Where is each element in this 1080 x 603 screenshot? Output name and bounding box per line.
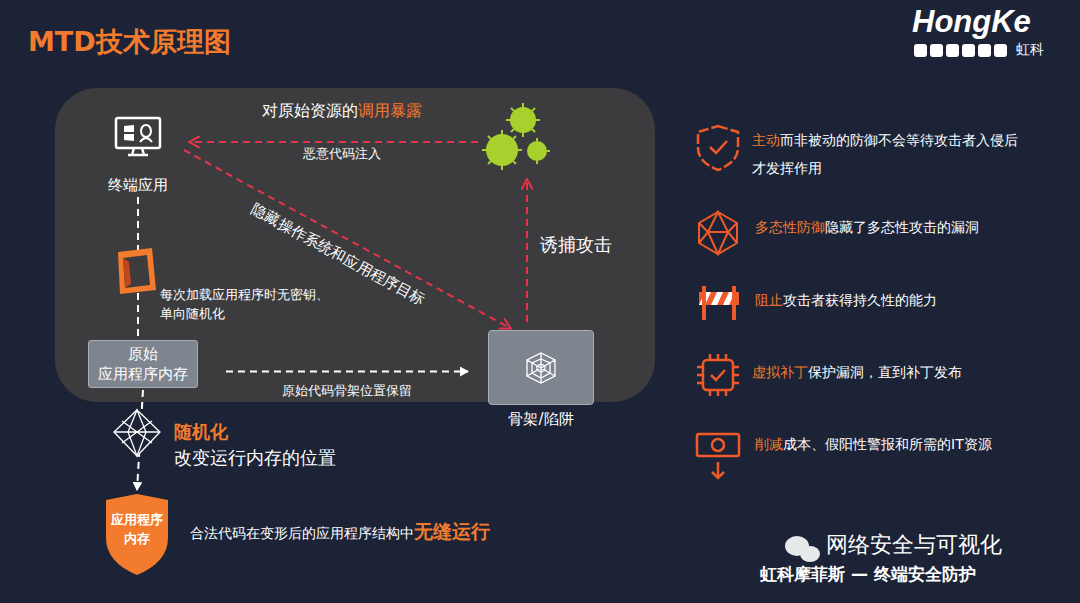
trap-box: 骨架/陷阱 bbox=[488, 330, 594, 405]
patch-icon bbox=[697, 354, 739, 396]
label-text: 保护漏洞，直到补丁发布 bbox=[808, 364, 962, 380]
node-text: 骨架/陷阱 bbox=[508, 410, 573, 429]
label-text: 无缝运行 bbox=[414, 520, 490, 542]
label-text: 每次加载应用程序时无密钥、单向随机化 bbox=[160, 287, 329, 321]
label-group: 主动而非被动的防御不会等待攻击者入侵后才发挥作用 bbox=[752, 126, 1030, 182]
label-text: 虹科摩菲斯 — 终端安全防护 bbox=[760, 564, 976, 584]
title: MTD技术原理图 bbox=[28, 24, 231, 60]
label-text: 成本、假阳性警报和所需的IT资源 bbox=[783, 436, 992, 452]
label-text: 主动 bbox=[752, 132, 780, 148]
node-text: 终端应用 bbox=[108, 176, 168, 195]
label-text: 诱捕攻击 bbox=[540, 234, 612, 255]
app-node: 终端应用 bbox=[98, 116, 178, 195]
label-text: 恶意代码注入 bbox=[303, 146, 381, 161]
label-text: 虚拟补丁 bbox=[752, 364, 808, 380]
monitor-icon bbox=[114, 116, 162, 158]
label-text: 削减 bbox=[755, 436, 783, 452]
label-group: 改变运行内存的位置 bbox=[174, 446, 336, 470]
label-text: 而非被动的防御不会等待攻击者入侵后才发挥作用 bbox=[752, 132, 1018, 176]
random-icon bbox=[114, 410, 160, 456]
attack-arrow bbox=[190, 141, 478, 143]
logo-dots bbox=[914, 44, 1007, 57]
label-group: 恶意代码注入 bbox=[303, 145, 381, 163]
node-text: 原始 应用程序内存 bbox=[95, 344, 191, 384]
label-group: 随机化 bbox=[174, 420, 228, 444]
label-text: 网络安全与可视化 bbox=[826, 532, 1002, 557]
node-text: 应用程序 内存 bbox=[110, 510, 164, 548]
label-group: 对原始资源的调用暴露 bbox=[262, 101, 422, 122]
cost-icon bbox=[697, 434, 739, 478]
label-group: HongKe bbox=[912, 4, 1031, 40]
label-group: 每次加载应用程序时无密钥、单向随机化 bbox=[160, 285, 332, 323]
label-group: 虚拟补丁保护漏洞，直到补丁发布 bbox=[752, 364, 1052, 382]
label-text: 改变运行内存的位置 bbox=[174, 447, 336, 468]
label-text: 随机化 bbox=[174, 421, 228, 442]
label-group: 诱捕攻击 bbox=[540, 233, 612, 257]
virus-icon bbox=[482, 103, 550, 170]
label-text: 对原始资源的 bbox=[262, 101, 358, 120]
memory-box: 原始 应用程序内存 bbox=[88, 340, 198, 388]
connector bbox=[226, 371, 468, 373]
label-group: 合法代码在变形后的应用程序结构中无缝运行 bbox=[190, 519, 490, 545]
label-text: 虹科 bbox=[1016, 41, 1044, 57]
polymorph-icon bbox=[699, 212, 737, 254]
wechat-icon bbox=[785, 536, 820, 562]
label-group: 阻止攻击者获得持久性的能力 bbox=[755, 292, 1055, 310]
label-group: 削减成本、假阳性警报和所需的IT资源 bbox=[755, 436, 1055, 454]
label-text: 多态性防御 bbox=[755, 219, 825, 235]
shield-node: 应用程序 内存 bbox=[102, 492, 172, 576]
label-text: 隐藏了多态性攻击的漏洞 bbox=[825, 219, 979, 235]
proactive-icon bbox=[698, 126, 738, 170]
label-text: 阻止 bbox=[755, 292, 783, 308]
label-text: 合法代码在变形后的应用程序结构中 bbox=[190, 525, 414, 541]
barrier-icon bbox=[699, 286, 739, 320]
label-group: 虹科 bbox=[1016, 41, 1044, 59]
edge-label: 原始代码骨架位置保留 bbox=[282, 382, 412, 400]
lure-arrow bbox=[526, 180, 528, 322]
label-group: 网络安全与可视化 bbox=[826, 530, 1002, 560]
label-group: 多态性防御隐藏了多态性攻击的漏洞 bbox=[755, 219, 1055, 237]
label-text: 调用暴露 bbox=[358, 101, 422, 120]
label-group: 虹科摩菲斯 — 终端安全防护 bbox=[760, 563, 976, 586]
label-text: HongKe bbox=[912, 4, 1031, 39]
web-icon bbox=[522, 351, 560, 385]
label-text: 攻击者获得持久性的能力 bbox=[783, 292, 937, 308]
box-icon bbox=[118, 248, 156, 294]
